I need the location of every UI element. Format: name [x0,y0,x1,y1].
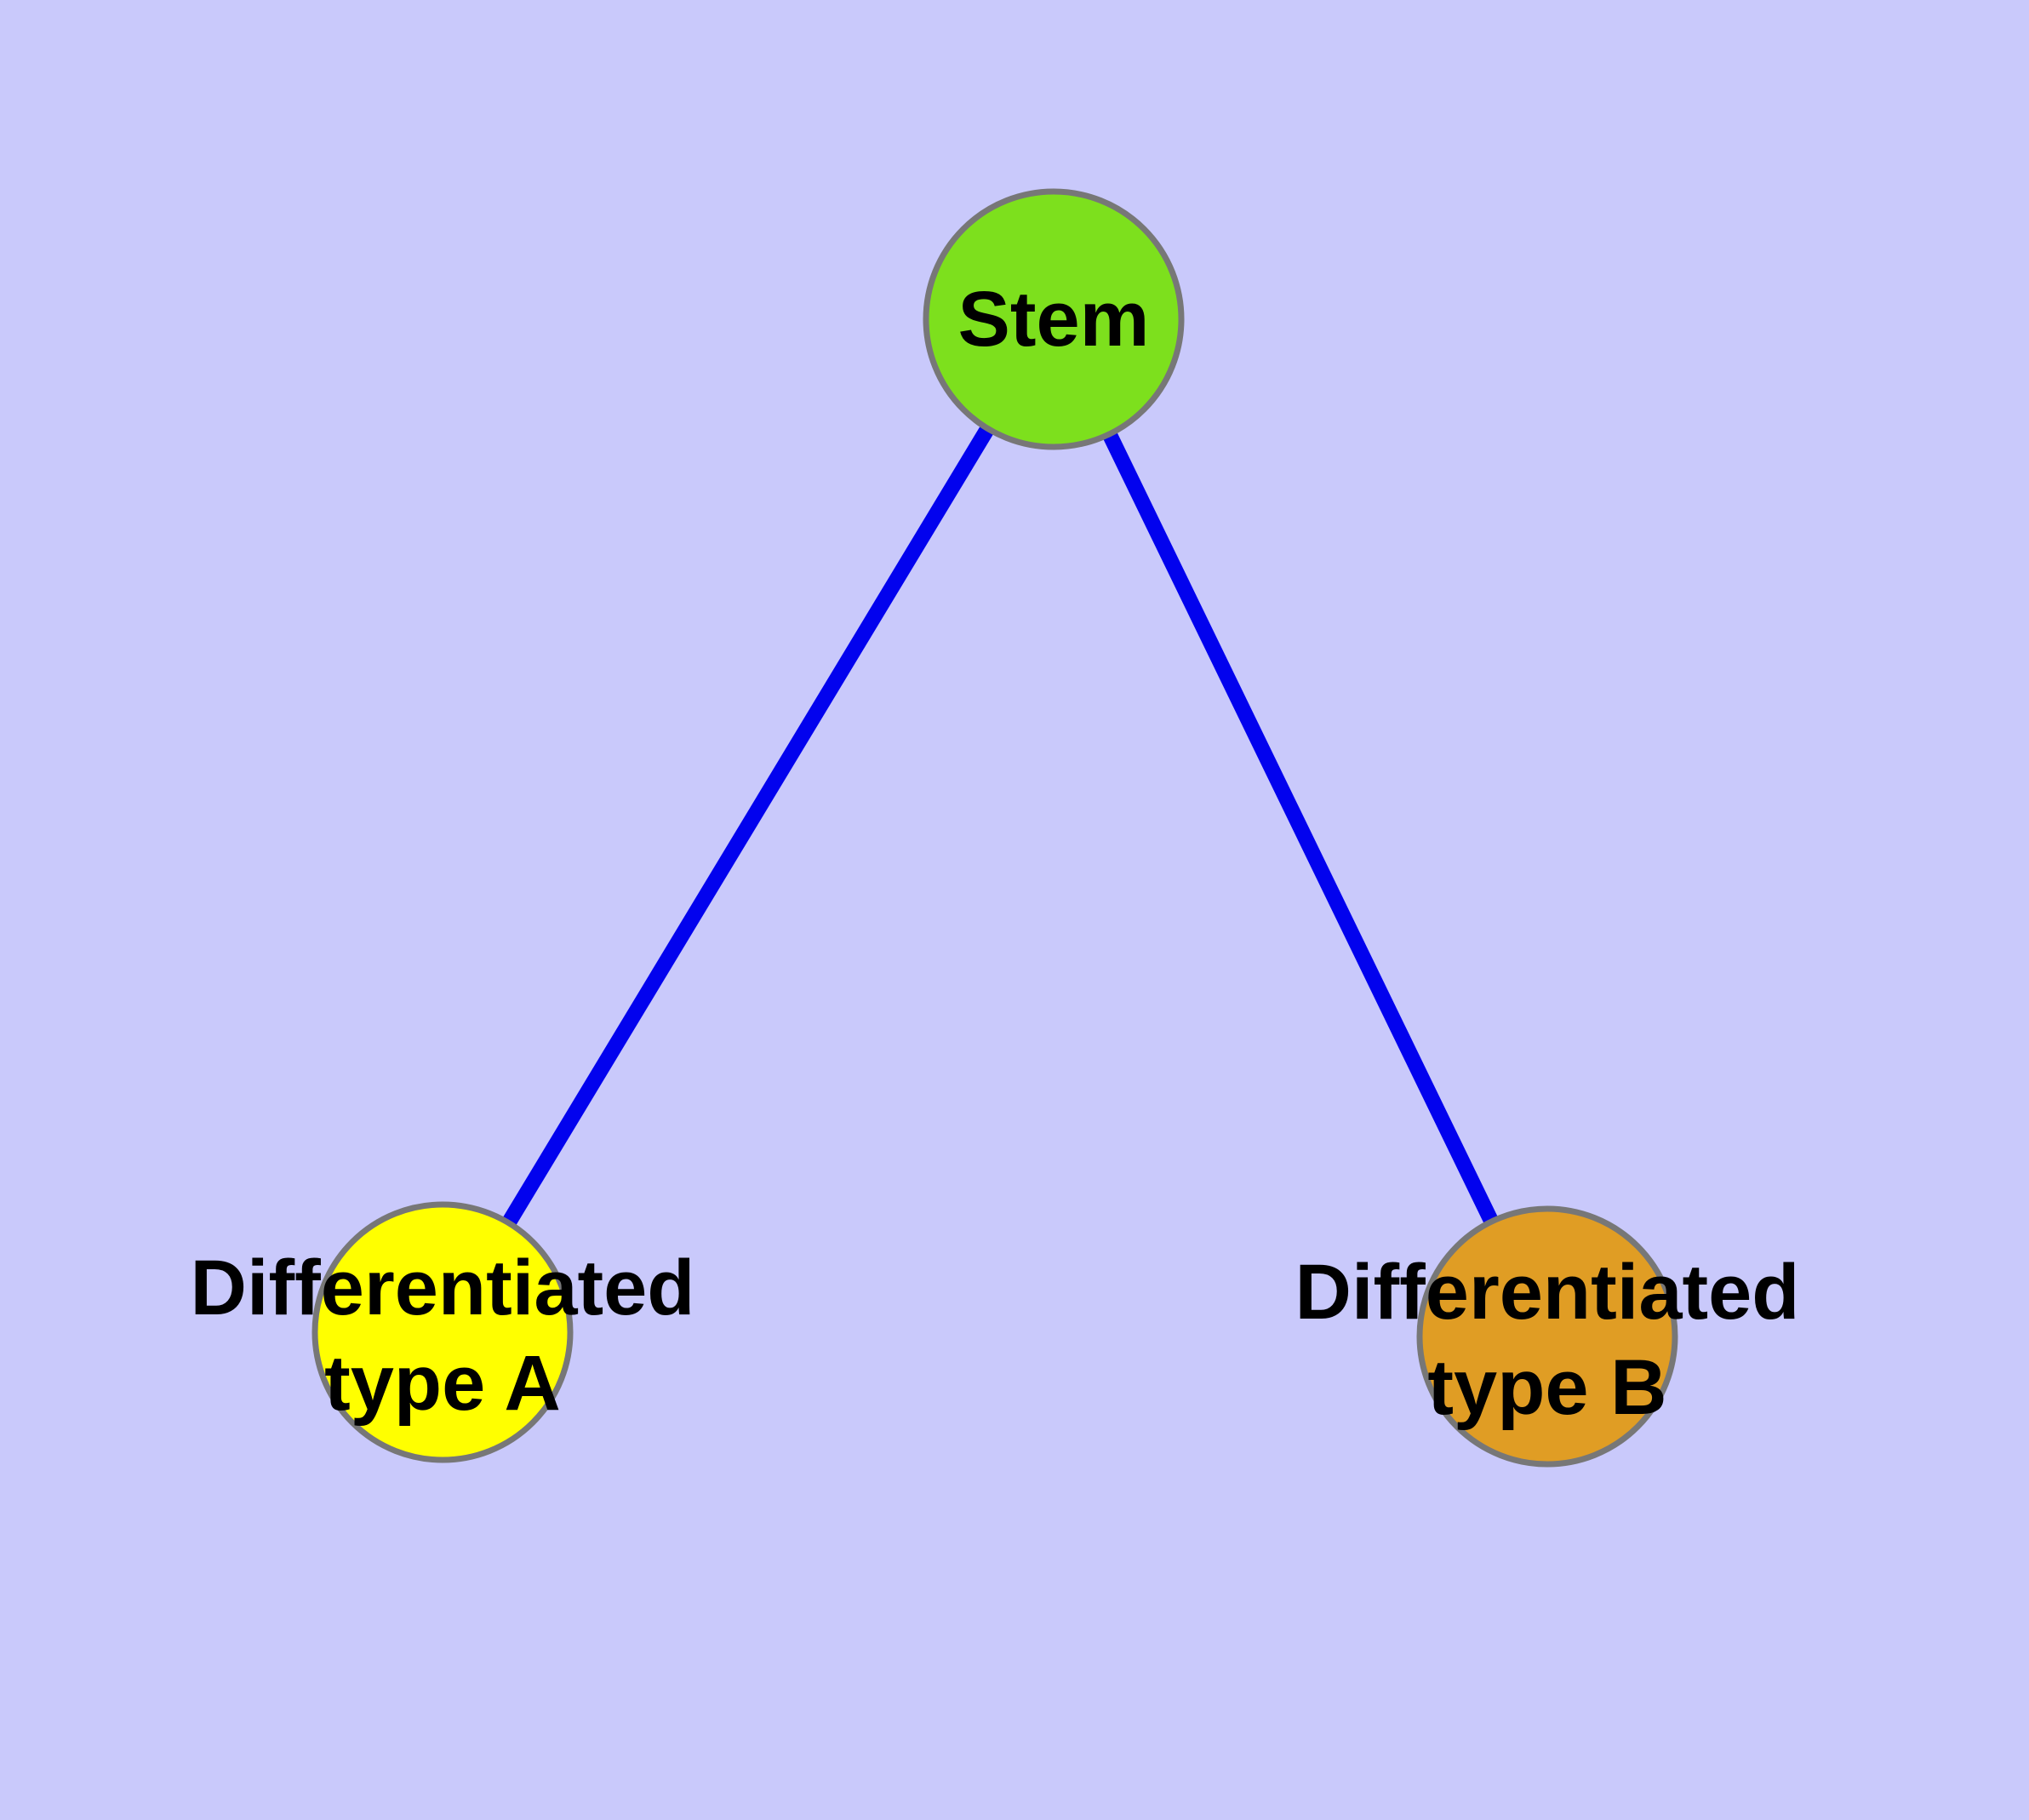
node-stem-label: Stem [958,276,1150,363]
node-type-b-circle [1416,1205,1678,1468]
edge-stem-to-type-b [1046,316,1555,1340]
node-type-a-label-line1: Differentiated [191,1245,695,1331]
node-type-a-circle [311,1201,574,1463]
node-type-b-label-line1: Differentiated [1295,1249,1800,1336]
node-type-b-label-line2: type B [1427,1344,1666,1431]
edge-stem-to-type-a [436,315,1060,1336]
node-stem-circle [923,188,1185,450]
node-type-a-label-line2: type A [324,1340,561,1427]
